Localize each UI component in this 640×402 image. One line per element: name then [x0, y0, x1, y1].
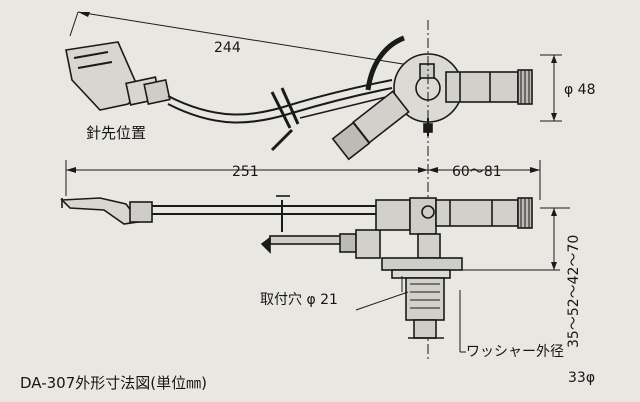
headshell-side [60, 197, 153, 225]
counterweight-top [445, 69, 533, 105]
washer-label: ワッシャー外径 [466, 344, 564, 360]
dim-diameter-label: φ 48 [564, 82, 596, 98]
lift-lever [270, 87, 300, 152]
horizontal-dimension [65, 160, 541, 200]
mounting-flange [381, 257, 463, 271]
side-view [60, 195, 533, 339]
washer-value-label: 33φ [568, 370, 595, 386]
dim-line-244 [77, 11, 429, 69]
dim-overhang-label: 60～81 [452, 164, 502, 180]
dim-height-label: 35～52～42～70 [566, 235, 582, 348]
height-dimension [462, 207, 570, 271]
headshell-top [65, 41, 171, 111]
dim-244-label: 244 [214, 40, 241, 56]
stylus-position-label: 針先位置 [86, 124, 146, 142]
top-view [65, 11, 562, 161]
mounting-hole-label: 取付穴 φ 21 [260, 292, 338, 308]
antiskate-knob [331, 90, 410, 161]
leader-mounting-hole [355, 291, 409, 311]
dim-251-label: 251 [232, 164, 259, 180]
drawing-caption: DA-307外形寸法図(単位㎜) [20, 374, 207, 392]
